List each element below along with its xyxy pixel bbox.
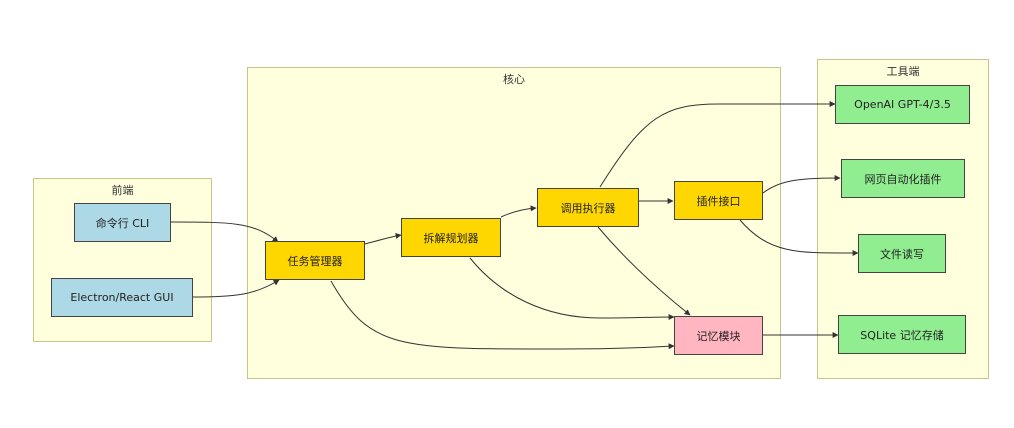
planner-node[interactable]: 拆解规划器 bbox=[401, 218, 501, 257]
core-cluster-title: 核心 bbox=[503, 73, 525, 86]
frontend-cluster-title: 前端 bbox=[111, 184, 134, 197]
edge-executor-to-memory bbox=[597, 226, 691, 316]
sqlite-node[interactable]: SQLite 记忆存储 bbox=[838, 315, 966, 354]
edge-planner-to-memory bbox=[469, 257, 675, 321]
memory-node[interactable]: 记忆模块 bbox=[674, 316, 763, 355]
edge-planner-to-executor bbox=[500, 205, 537, 218]
tools-cluster-title: 工具端 bbox=[886, 65, 920, 78]
task-manager-node[interactable]: 任务管理器 bbox=[265, 241, 365, 280]
edge-executor-to-openai bbox=[599, 101, 836, 188]
web-plugin-node[interactable]: 网页自动化插件 bbox=[841, 159, 965, 198]
edge-gui-to-task-manager bbox=[192, 279, 280, 298]
plugin-node[interactable]: 插件接口 bbox=[674, 181, 763, 220]
executor-node[interactable]: 调用执行器 bbox=[537, 188, 639, 227]
edge-task-manager-to-memory bbox=[330, 280, 675, 350]
cli-node[interactable]: 命令行 CLI bbox=[74, 203, 171, 242]
edge-plugin-to-file-rw bbox=[739, 219, 859, 257]
openai-node[interactable]: OpenAI GPT-4/3.5 bbox=[835, 85, 970, 124]
edge-plugin-to-web-plugin bbox=[762, 175, 841, 194]
edge-cli-to-task-manager bbox=[170, 221, 279, 243]
file-rw-node[interactable]: 文件读写 bbox=[858, 234, 946, 273]
gui-node[interactable]: Electron/React GUI bbox=[51, 278, 193, 317]
edge-task-manager-to-planner bbox=[364, 233, 402, 245]
